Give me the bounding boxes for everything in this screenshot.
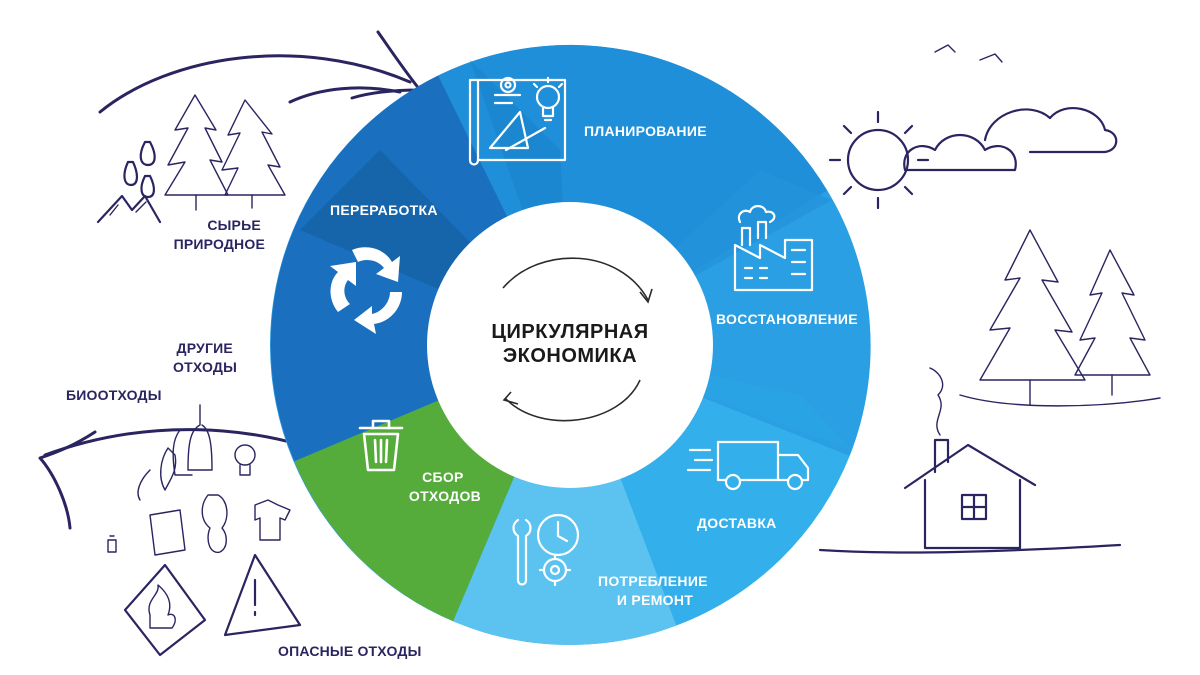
blueprint-lightbulb-icon [468,76,567,166]
waste-items-icon [107,404,291,556]
clouds-icon [903,107,1118,172]
wrench-clock-gear-icon [512,513,580,587]
center-title-line2: ЭКОНОМИКА [503,345,637,367]
hazardous-waste-label: ОПАСНЫЕ ОТХОДЫ [278,643,421,659]
birds-icon [934,44,1003,63]
raw-natural-label: СЫРЬЕ ПРИРОДНОЕ [174,217,265,252]
recycling-label: ПЕРЕРАБОТКА [330,202,438,218]
bio-waste-label: БИООТХОДЫ [66,387,162,403]
cycle-arrow-bottom-icon [504,379,641,422]
consumption-label: ПОТРЕБЛЕНИЕ И РЕМОНТ [598,573,712,608]
right-sketches [818,44,1161,554]
mountain-icon [96,194,162,224]
waste-collection-label: СБОР ОТХОДОВ [409,469,481,504]
segment-consumption [453,345,677,645]
planning-label: ПЛАНИРОВАНИЕ [584,123,707,139]
segment-restoration [570,190,871,456]
delivery-label: ДОСТАВКА [697,515,777,531]
truck-icon [686,440,810,491]
cycle-arrow-top-icon [502,257,649,301]
trash-bin-icon [358,419,404,472]
pine-trees-icon [164,94,286,211]
center-content: ЦИРКУЛЯРНАЯ ЭКОНОМИКА [491,257,653,422]
restoration-label: ВОССТАНОВЛЕНИЕ [716,311,858,327]
house-icon [818,367,1122,554]
hazard-signs-icon [123,553,302,657]
sun-icon [828,110,930,210]
recycle-icon [330,247,402,334]
other-waste-label: ДРУГИЕ ОТХОДЫ [173,340,237,375]
factory-icon [733,204,814,292]
center-title-line1: ЦИРКУЛЯРНАЯ [491,321,648,343]
cycle-ring [270,44,871,645]
center-circle [427,202,713,488]
left-sketches: СЫРЬЕ ПРИРОДНОЕ ДРУГИЕ ОТХОДЫ БИООТХОДЫ [38,30,422,659]
pine-trees-right-icon [959,229,1161,407]
water-drops-icon [123,140,156,199]
arrow-raw-to-cycle-icon [98,54,412,114]
